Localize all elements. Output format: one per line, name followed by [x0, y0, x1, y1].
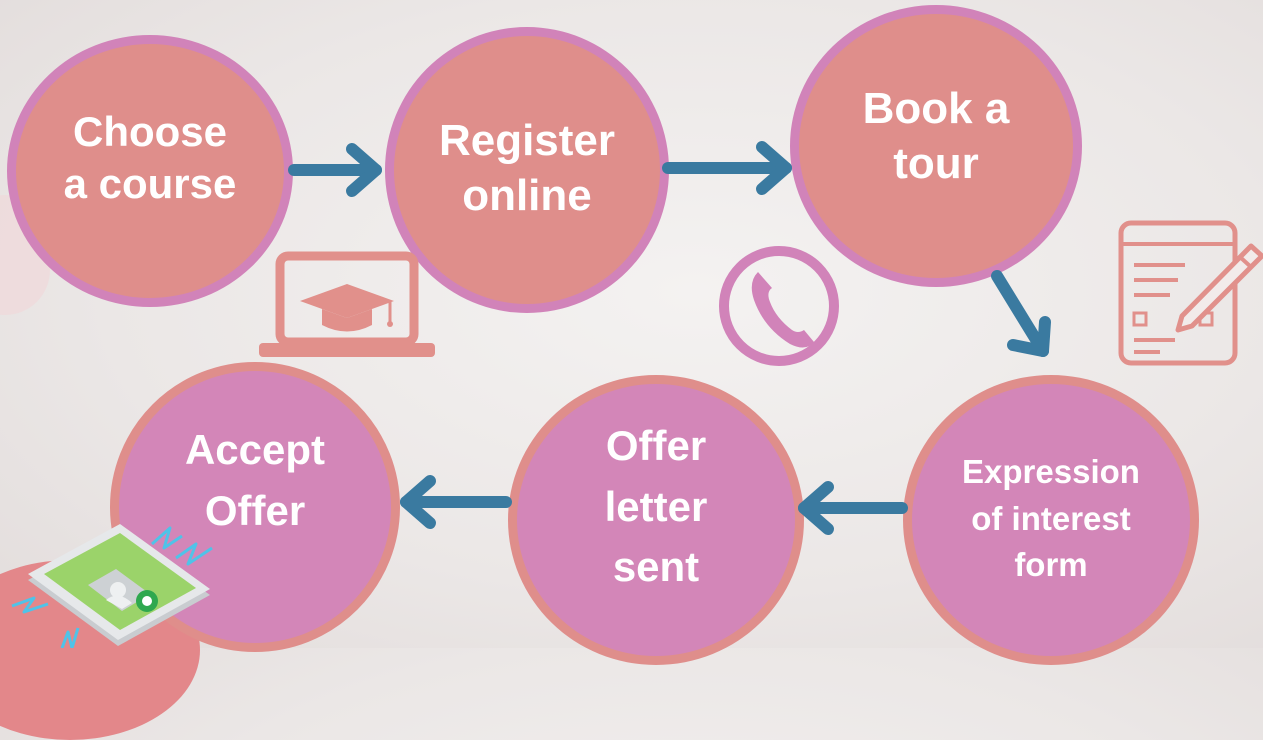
step-label: Offer letter sent [604, 421, 708, 591]
mobile-call-icon [11, 524, 213, 648]
step-offer-letter-sent: Offer letter sent [508, 375, 804, 665]
step-label: Expression of interest form [962, 452, 1140, 584]
icon-layer [11, 220, 1263, 648]
arrow-offer-to-accept [400, 475, 512, 529]
arrow-choose-to-register [288, 143, 382, 197]
arrow-expression-to-offer [798, 481, 908, 535]
step-label: Register online [438, 116, 616, 220]
step-expression-of-interest: Expression of interest form [903, 375, 1199, 665]
phone-icon [719, 246, 839, 366]
step-label: Choose a course [63, 107, 237, 208]
form-edit-icon [1118, 220, 1263, 366]
step-choose-a-course: Choose a course [7, 35, 293, 307]
laptop-graduation-icon [259, 251, 435, 357]
step-label: Accept Offer [184, 426, 326, 534]
arrow-book-to-expression [991, 270, 1051, 357]
step-label: Book a tour [862, 84, 1010, 188]
arrow-register-to-book [662, 141, 792, 195]
step-book-a-tour: Book a tour [790, 5, 1082, 287]
flow-arrows [288, 141, 1051, 535]
